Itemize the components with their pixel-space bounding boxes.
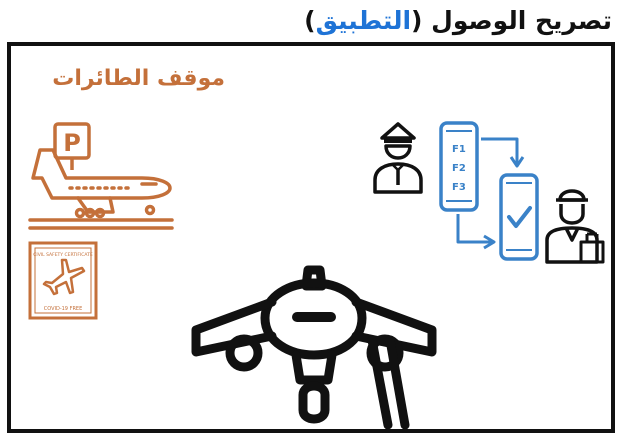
traveler-icon bbox=[545, 189, 605, 264]
phone-item-3: F3 bbox=[452, 182, 466, 193]
airplane-front-icon bbox=[191, 265, 437, 430]
certificate-top-text: CIVIL SAFETY CERTIFICATE bbox=[33, 252, 93, 258]
parking-sign-letter: P bbox=[63, 129, 81, 157]
parked-airplane-icon bbox=[28, 148, 174, 230]
title-main: تصريح الوصول ( bbox=[411, 6, 612, 35]
parking-sign-icon: P bbox=[53, 122, 91, 170]
page-title: تصريح الوصول (التطبيق) bbox=[304, 4, 612, 38]
pilot-icon bbox=[373, 122, 423, 194]
covid-certificate-icon: CIVIL SAFETY CERTIFICATE COVID-19 FREE bbox=[28, 241, 98, 320]
certificate-bottom-text: COVID-19 FREE bbox=[44, 306, 83, 312]
phone-item-1: F1 bbox=[452, 144, 466, 155]
flow-arrow-icon bbox=[456, 137, 525, 250]
phone-item-2: F2 bbox=[452, 163, 466, 174]
parking-area-label: موقف الطائرات bbox=[52, 66, 225, 91]
phone-check-icon bbox=[499, 173, 539, 261]
phone-list-icon: F1 F2 F3 bbox=[439, 121, 479, 212]
title-end: ) bbox=[304, 6, 316, 35]
title-highlight: التطبيق bbox=[315, 6, 412, 35]
diagram-frame bbox=[7, 42, 615, 433]
